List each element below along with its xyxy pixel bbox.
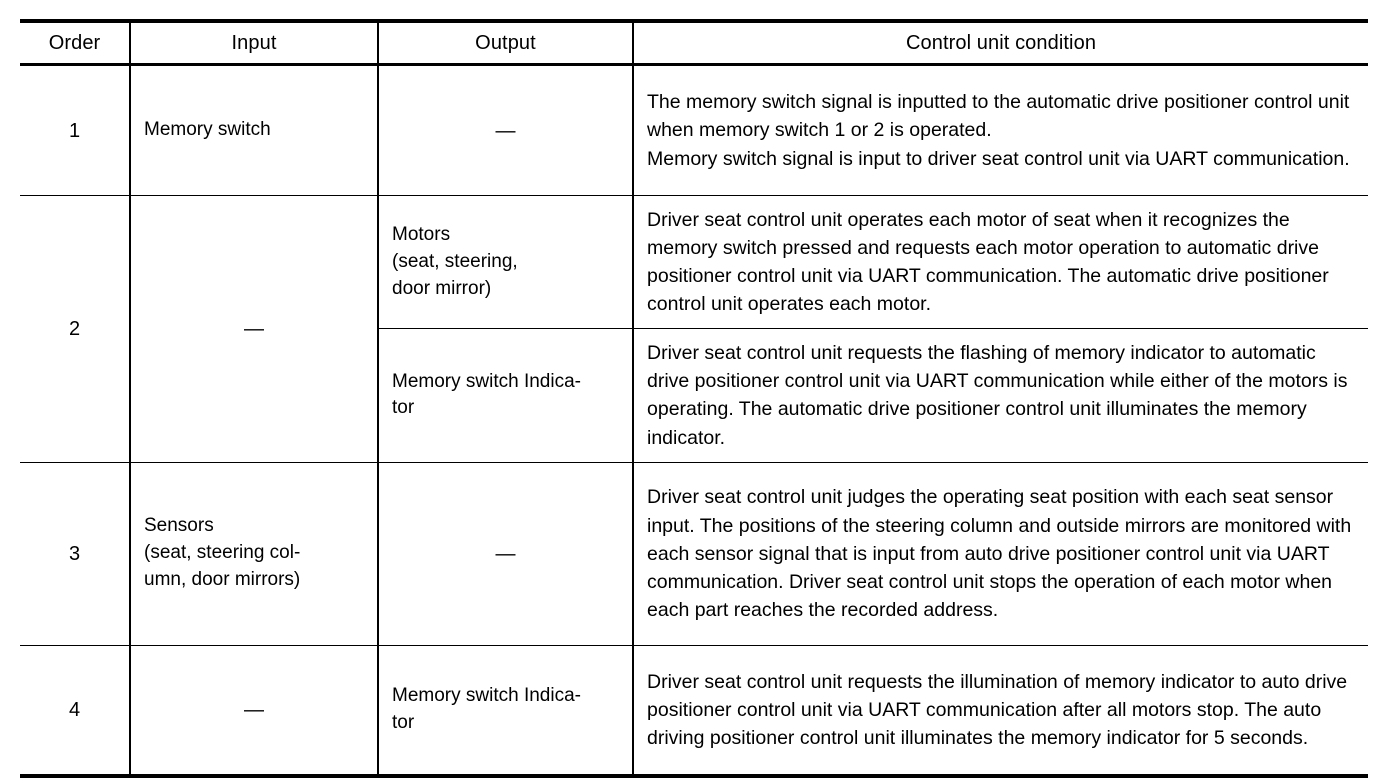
order-number: 2 xyxy=(68,317,81,340)
column-header-input: Input xyxy=(129,19,379,66)
input-dash: — xyxy=(244,317,264,340)
cell-condition-2a: Driver seat control unit operates each m… xyxy=(632,194,1368,330)
condition-text: Driver seat control unit judges the oper… xyxy=(647,486,1352,621)
order-number: 4 xyxy=(68,698,81,721)
table-header-row: Order Input Output Control unit conditio… xyxy=(20,19,1368,66)
input-label: Sensors (seat, steering col- umn, door m… xyxy=(144,515,301,591)
table-row: 4 — Memory switch Indica- tor Driver sea… xyxy=(20,644,1368,779)
condition-text: Driver seat control unit requests the il… xyxy=(647,670,1348,749)
input-dash: — xyxy=(244,698,264,721)
cell-input-3: Sensors (seat, steering col- umn, door m… xyxy=(129,461,379,646)
table-row: Memory switch Indica- tor Driver seat co… xyxy=(20,328,1368,463)
table-row: 2 — Motors (seat, steering, door mirror)… xyxy=(20,194,1368,463)
column-header-output-label: Output xyxy=(475,32,536,54)
control-unit-condition-table: Order Input Output Control unit conditio… xyxy=(20,19,1368,779)
output-label: Memory switch Indica- tor xyxy=(392,684,581,733)
cell-order-3: 3 xyxy=(20,461,131,646)
table-header: Order Input Output Control unit conditio… xyxy=(20,19,1368,66)
cell-input-4: — xyxy=(129,644,379,779)
column-header-order: Order xyxy=(20,19,131,66)
order-number: 3 xyxy=(68,542,81,565)
table-body: 1 Memory switch — The memory switch sign… xyxy=(20,64,1368,779)
cell-condition-1: The memory switch signal is inputted to … xyxy=(632,64,1368,196)
cell-output-1: — xyxy=(377,64,634,196)
column-header-control-unit-condition-label: Control unit condition xyxy=(905,32,1097,54)
cell-condition-2b: Driver seat control unit requests the fl… xyxy=(632,328,1368,463)
column-header-control-unit-condition: Control unit condition xyxy=(632,19,1368,66)
cell-order-2: 2 xyxy=(20,195,131,463)
cell-output-3: — xyxy=(377,461,634,646)
column-header-output: Output xyxy=(377,19,634,66)
table-row: 1 Memory switch — The memory switch sign… xyxy=(20,64,1368,196)
cell-input-2: — xyxy=(129,195,379,463)
condition-text: Driver seat control unit requests the fl… xyxy=(647,342,1348,449)
cell-input-1: Memory switch xyxy=(129,64,379,196)
output-dash: — xyxy=(495,542,516,565)
cell-output-4: Memory switch Indica- tor xyxy=(377,644,634,779)
spec-table-wrapper: Order Input Output Control unit conditio… xyxy=(20,19,1368,779)
cell-output-2b: Memory switch Indica- tor xyxy=(378,328,634,463)
output-label: Memory switch Indica- tor xyxy=(392,370,581,419)
cell-order-4: 4 xyxy=(20,644,131,779)
table-row: 3 Sensors (seat, steering col- umn, door… xyxy=(20,461,1368,646)
condition-text: Driver seat control unit operates each m… xyxy=(647,209,1329,316)
input-label: Memory switch xyxy=(144,119,271,141)
output-label: Motors (seat, steering, door mirror) xyxy=(392,223,518,299)
order-number: 1 xyxy=(68,119,81,142)
column-header-order-label: Order xyxy=(48,32,101,54)
column-header-input-label: Input xyxy=(231,32,277,54)
cell-condition-4: Driver seat control unit requests the il… xyxy=(632,644,1368,779)
cell-output-2a: Motors (seat, steering, door mirror) xyxy=(377,194,634,330)
output-dash: — xyxy=(495,119,516,142)
cell-order-1: 1 xyxy=(20,64,131,196)
cell-condition-3: Driver seat control unit judges the oper… xyxy=(632,461,1368,646)
condition-text: The memory switch signal is inputted to … xyxy=(647,91,1350,170)
